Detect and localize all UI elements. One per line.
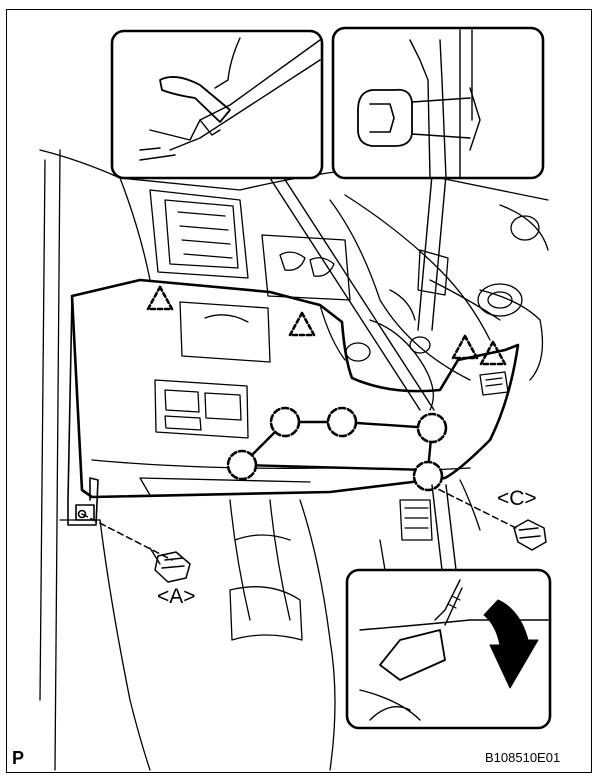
inset-leader-lines bbox=[267, 174, 457, 571]
curved-down-arrow-icon bbox=[483, 599, 539, 689]
inset-claw-detail bbox=[110, 29, 324, 180]
screw-c-icon bbox=[429, 484, 547, 551]
corner-letter: P bbox=[12, 748, 25, 768]
lower-instrument-panel bbox=[70, 278, 520, 499]
figure-frame bbox=[6, 9, 592, 773]
clip-a-label: <A> bbox=[157, 585, 196, 608]
screw-a-icon bbox=[81, 513, 191, 583]
triangle-guide-icon bbox=[146, 285, 507, 366]
figure-code: B108510E01 bbox=[485, 750, 561, 765]
inset-clip-detail bbox=[331, 26, 545, 180]
clip-c-label: <C> bbox=[497, 487, 537, 510]
circle-clip-icon bbox=[226, 406, 448, 492]
